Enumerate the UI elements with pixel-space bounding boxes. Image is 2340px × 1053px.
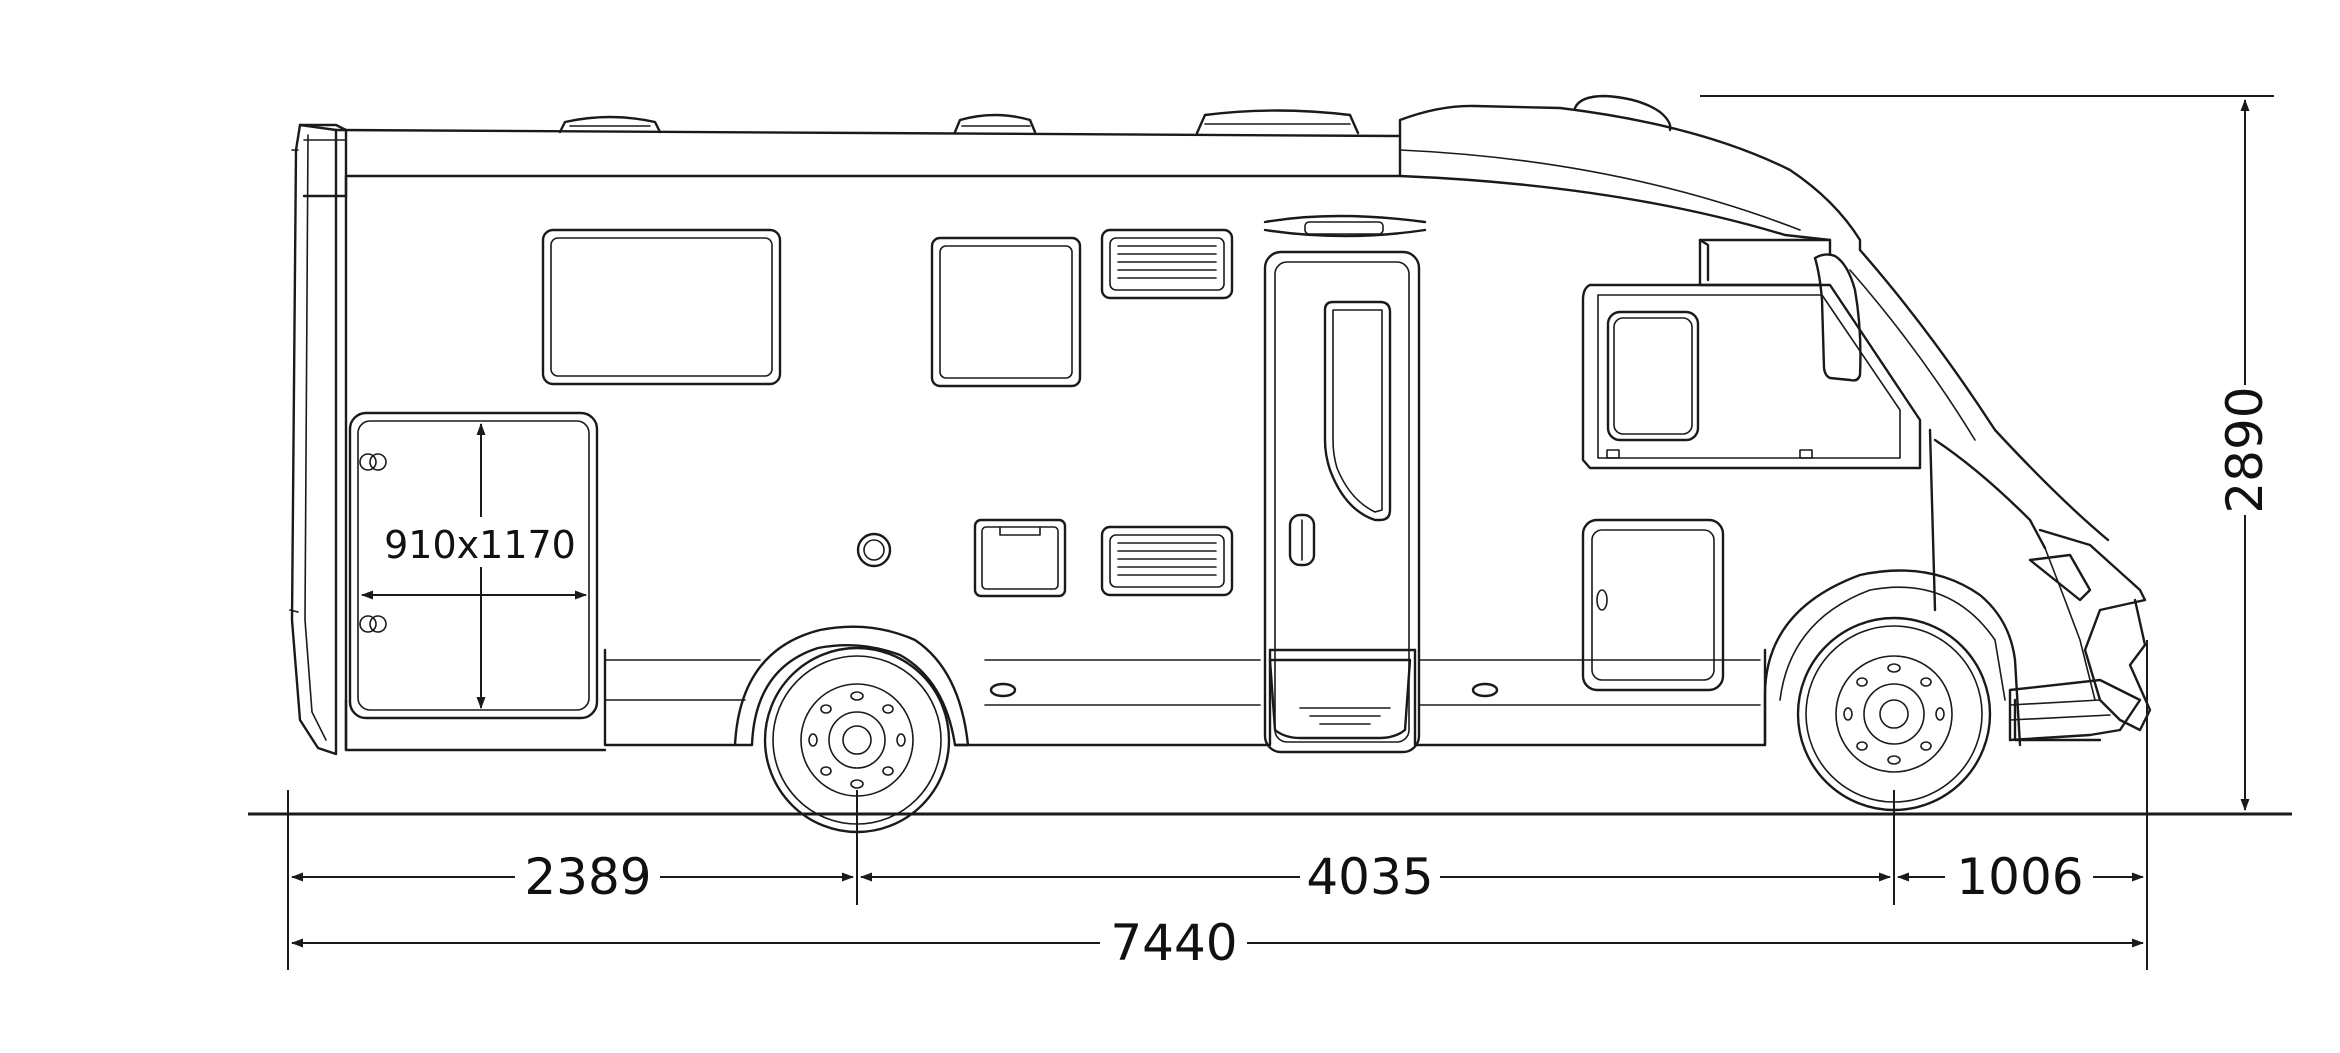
- dimension-lines: [287, 95, 2274, 970]
- hinge-lower: [359, 615, 387, 633]
- entry-door: [1263, 214, 1427, 754]
- fridge-vents: [1100, 228, 1234, 597]
- overall-height-label: 2890: [2216, 386, 2274, 513]
- windows: [541, 228, 1082, 388]
- garage-door-size-label: 910x1170: [384, 523, 576, 567]
- overall-length-label: 7440: [1110, 914, 1237, 972]
- vent-grille-upper: [1100, 228, 1234, 300]
- garage-label-bg: [385, 517, 575, 567]
- marker-lights: [989, 682, 1499, 698]
- window-rear: [541, 228, 782, 386]
- side-locker: [1581, 518, 1725, 692]
- rear-wheel: [733, 625, 970, 834]
- vehicle-body: [289, 94, 2152, 756]
- vent-grille-lower: [1100, 525, 1234, 597]
- service-hatch: [973, 518, 1067, 598]
- front-wheel: [1796, 616, 1992, 812]
- window-mid: [930, 236, 1082, 388]
- rear-overhang-label: 2389: [524, 848, 651, 906]
- roof-vents: [558, 109, 1360, 135]
- hinge-upper: [359, 453, 387, 471]
- wheelbase-label: 4035: [1306, 848, 1433, 906]
- filler-cap: [856, 532, 892, 568]
- front-overhang-label: 1006: [1956, 848, 2083, 906]
- service-hatches: [856, 518, 1067, 598]
- garage-door: [348, 411, 599, 720]
